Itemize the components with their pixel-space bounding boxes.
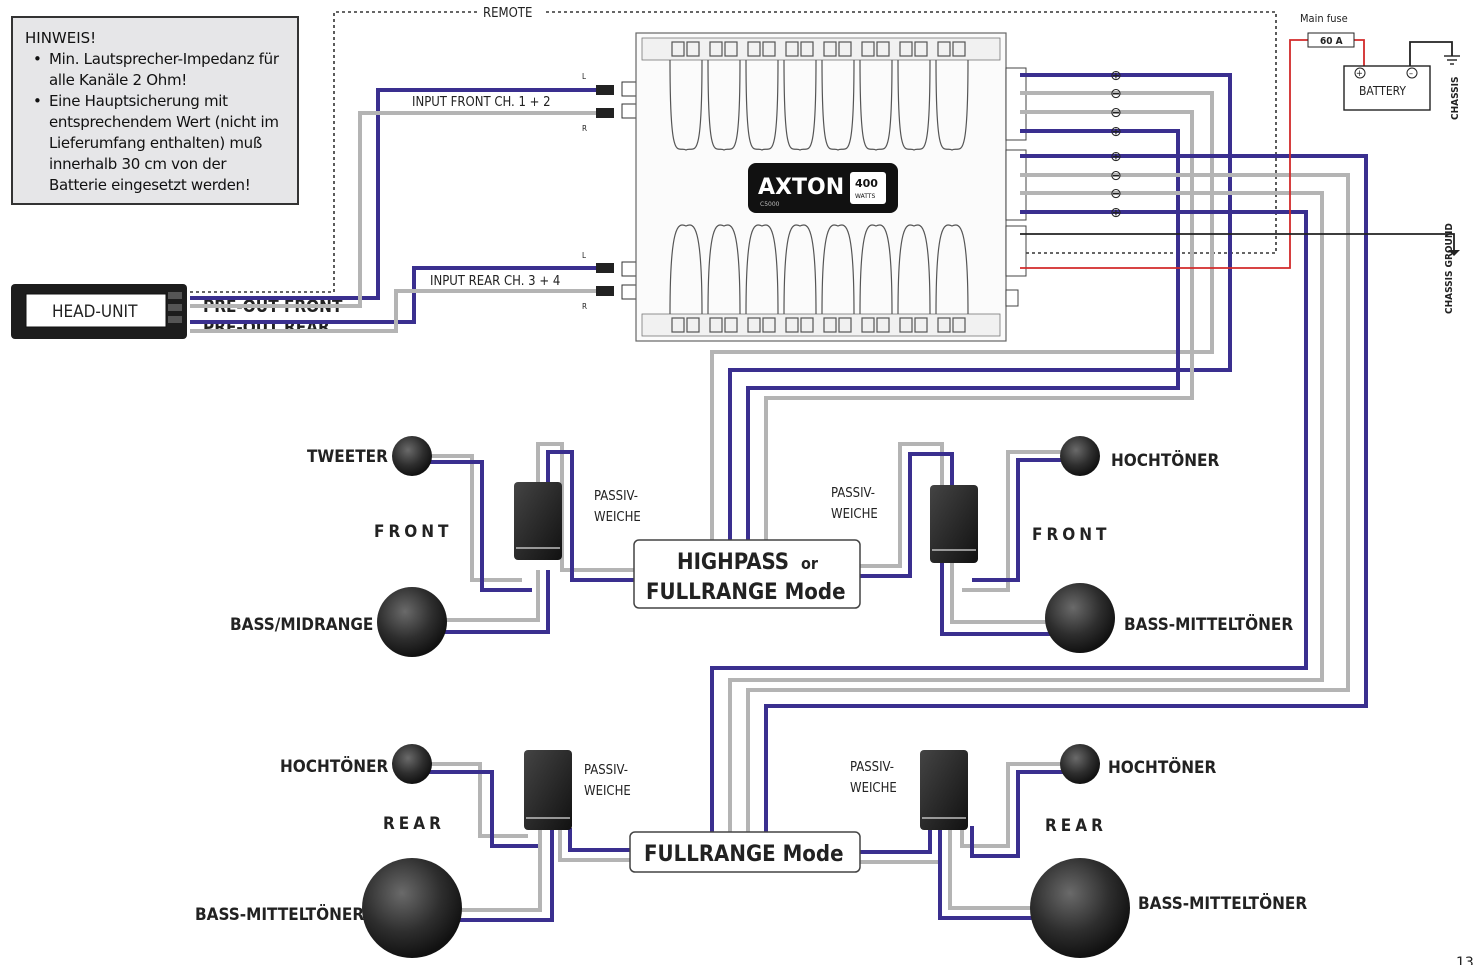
- fuse-value: 60 A: [1320, 36, 1343, 47]
- rca-l-front: L: [582, 72, 586, 81]
- note-title: HINWEIS!: [25, 29, 97, 47]
- chassis-ground-symbol-top: [1444, 55, 1460, 65]
- crossover-front-right: [930, 485, 978, 563]
- terminal-polarity: ⊕: [1110, 68, 1122, 84]
- fullrange-mode-box: FULLRANGE Mode: [629, 831, 861, 873]
- passiv-rear-left-1: PASSIV-: [584, 763, 628, 778]
- terminal-polarity: ⊖: [1110, 86, 1122, 102]
- terminal-polarity: ⊖: [1110, 105, 1122, 121]
- rca-r-rear: R: [582, 302, 587, 311]
- terminal-polarity: ⊖: [1110, 186, 1122, 202]
- crossover-rear-right: [920, 750, 968, 830]
- terminal-polarity: ⊕: [1110, 149, 1122, 165]
- battery-label: BATTERY: [1359, 84, 1406, 98]
- amp-brand: AXTON: [758, 175, 844, 200]
- front-right-wires: [860, 442, 1072, 636]
- power-wires: [1020, 39, 1455, 269]
- hochtoner-rear-right-label: HOCHTÖNER: [1108, 756, 1217, 778]
- tweeter-rear-right: [1060, 744, 1100, 784]
- amp-logo-badge: AXTON C5000 400 WATTS: [748, 163, 898, 213]
- rear-right-wires: [860, 762, 1072, 920]
- terminal-markers: ⊕ ⊖ ⊖ ⊕ ⊕ ⊖ ⊖ ⊕: [1110, 68, 1122, 221]
- tweeter-label: TWEETER: [307, 447, 388, 467]
- passiv-front-left-1: PASSIV-: [594, 489, 638, 504]
- bass-mitteltoner-rear-left-label: BASS-MITTELTÖNER: [195, 903, 364, 925]
- highpass-line2: FULLRANGE Mode: [646, 580, 846, 605]
- terminal-polarity: ⊕: [1110, 205, 1122, 221]
- terminal-polarity: ⊕: [1110, 124, 1122, 140]
- front-left-label: FRONT: [374, 522, 452, 542]
- bass-front-left: [377, 587, 447, 657]
- bass-midrange-label: BASS/MIDRANGE: [230, 615, 373, 635]
- amp-watts-unit: WATTS: [855, 193, 875, 200]
- rca-l-rear: L: [582, 251, 586, 260]
- speaker-output-wires: [710, 73, 1368, 833]
- chassis-label: CHASSIS: [1450, 77, 1461, 120]
- main-fuse-label: Main fuse: [1300, 12, 1348, 25]
- page-number: 13: [1456, 955, 1474, 965]
- tweeter-rear-left: [392, 744, 432, 784]
- rear-left-label: REAR: [383, 814, 445, 834]
- head-unit: HEAD-UNIT: [11, 284, 187, 339]
- remote-wire: [190, 11, 1277, 293]
- chassis-ground-label: CHASSIS GROUND: [1444, 223, 1455, 314]
- input-front-label: INPUT FRONT CH. 1 + 2: [412, 95, 551, 110]
- amp-watts-value: 400: [855, 177, 878, 190]
- passiv-front-right-1: PASSIV-: [831, 486, 875, 501]
- bass-mitteltoner-front-label: BASS-MITTELTÖNER: [1124, 613, 1293, 635]
- tweeter-front-right: [1060, 436, 1100, 476]
- note-item-fuse: Eine Hauptsicherung mit entsprechendem W…: [29, 91, 287, 196]
- bass-mitteltoner-rear-right-label: BASS-MITTELTÖNER: [1138, 892, 1307, 914]
- remote-label: REMOTE: [483, 6, 532, 21]
- rear-right-label: REAR: [1045, 816, 1107, 836]
- crossover-rear-left: [524, 750, 572, 830]
- battery: + – BATTERY: [1343, 65, 1431, 111]
- tweeter-front-left: [392, 436, 432, 476]
- input-rear-label: INPUT REAR CH. 3 + 4: [430, 274, 560, 289]
- front-right-label: FRONT: [1032, 525, 1110, 545]
- rca-plugs: [596, 81, 637, 300]
- highpass-or: or: [801, 554, 819, 573]
- note-list: Min. Lautsprecher-Impedanz für alle Kanä…: [25, 49, 287, 196]
- highpass-mode-box: HIGHPASS or FULLRANGE Mode: [633, 539, 861, 609]
- bass-rear-right: [1030, 858, 1130, 958]
- bass-rear-left: [362, 858, 462, 958]
- terminal-polarity: ⊖: [1110, 168, 1122, 184]
- amplifier: AXTON C5000 400 WATTS: [635, 32, 1027, 342]
- bass-front-right: [1045, 583, 1115, 653]
- highpass-line1: HIGHPASS: [677, 550, 789, 575]
- chassis-ground-symbol: [1448, 250, 1460, 256]
- battery-plus: +: [1356, 69, 1363, 79]
- hochtoner-rear-left-label: HOCHTÖNER: [280, 755, 389, 777]
- battery-minus: –: [1409, 69, 1413, 79]
- hochtoner-front-label: HOCHTÖNER: [1111, 449, 1220, 471]
- main-fuse: 60 A: [1307, 32, 1355, 48]
- rca-wires: [190, 88, 598, 333]
- weiche-rear-left-2: WEICHE: [584, 784, 631, 799]
- amp-model: C5000: [760, 201, 780, 208]
- weiche-front-left-2: WEICHE: [594, 510, 641, 525]
- crossover-front-left: [514, 482, 562, 560]
- passiv-rear-right-1: PASSIV-: [850, 760, 894, 775]
- amp-terminal-block: [1005, 67, 1027, 307]
- rca-r-front: R: [582, 124, 587, 133]
- note-item-impedance: Min. Lautsprecher-Impedanz für alle Kanä…: [29, 49, 287, 91]
- rear-left-wires: [420, 762, 630, 922]
- weiche-front-right-2: WEICHE: [831, 507, 878, 522]
- head-unit-label: HEAD-UNIT: [52, 302, 138, 322]
- weiche-rear-right-2: WEICHE: [850, 781, 897, 796]
- front-left-wires: [420, 442, 636, 634]
- note-box: HINWEIS! Min. Lautsprecher-Impedanz für …: [11, 16, 299, 205]
- fullrange-label: FULLRANGE Mode: [644, 842, 844, 867]
